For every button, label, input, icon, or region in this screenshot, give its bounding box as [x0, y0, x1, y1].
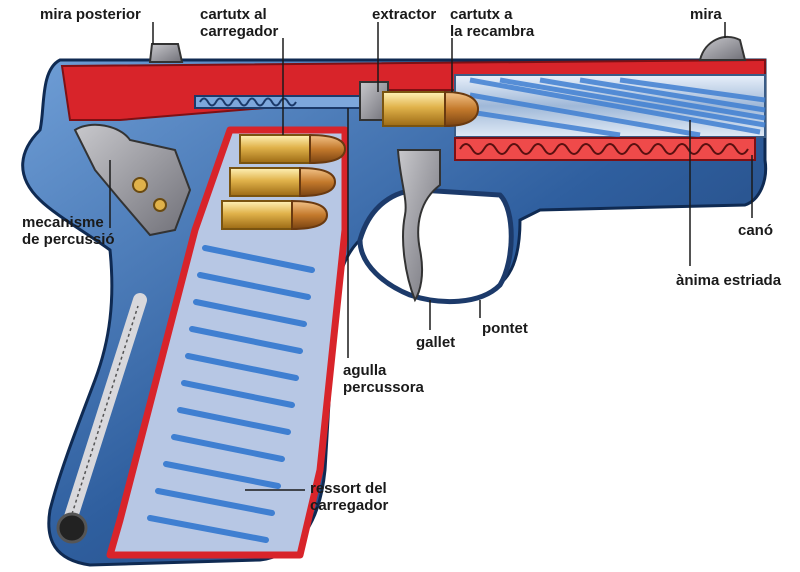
label-firing-pin-line2: percussora [343, 379, 424, 396]
firing-pin-assembly [194, 95, 376, 109]
label-magazine-spring-line2: carregador [310, 497, 389, 514]
trigger-guard [357, 187, 514, 305]
label-chambered-cartridge-line2: la recambra [450, 23, 535, 40]
magazine [106, 126, 349, 559]
label-chambered-cartridge-line1: cartutx a [450, 6, 513, 23]
recoil-spring [454, 137, 756, 161]
label-trigger-text: gallet [416, 334, 456, 351]
chambered-cartridge [382, 90, 480, 128]
label-firing-pin-line1: agulla [343, 362, 387, 379]
barrel [454, 74, 766, 138]
label-magazine-cartridge-line1: cartutx al [200, 6, 267, 23]
front-sight [698, 35, 747, 61]
label-chambered-cartridge: cartutx a la recambra [450, 6, 534, 40]
label-magazine-spring: ressort del carregador [310, 480, 388, 514]
leader-lines [109, 22, 753, 491]
trigger [396, 149, 441, 303]
label-percussion-mechanism: mecanisme de percussió [22, 214, 115, 248]
label-trigger-guard: pontet [482, 320, 528, 337]
label-rifled-bore: ànima estriada [676, 272, 781, 289]
label-magazine-cartridge: cartutx al carregador [200, 6, 278, 40]
label-rear-sight: mira posterior [40, 6, 141, 23]
label-barrel: canó [738, 222, 773, 239]
label-magazine-cartridge-line2: carregador [200, 23, 279, 40]
label-extractor-text: extractor [372, 6, 437, 23]
hammer-mechanism [73, 123, 192, 237]
mainspring [56, 293, 147, 544]
label-trigger: gallet [416, 334, 455, 351]
label-barrel-text: canó [738, 222, 774, 239]
label-percussion-mechanism-line2: de percussió [22, 231, 115, 248]
magazine-spring [147, 245, 315, 543]
label-magazine-spring-line1: ressort del [310, 480, 387, 497]
rear-sight [148, 43, 184, 63]
magazine-cartridges [221, 133, 347, 231]
label-extractor: extractor [372, 6, 436, 23]
label-percussion-mechanism-line1: mecanisme [22, 214, 104, 231]
label-front-sight-text: mira [690, 6, 722, 23]
label-rifled-bore-text: ànima estriada [676, 272, 782, 289]
label-trigger-guard-text: pontet [482, 320, 528, 337]
label-front-sight: mira [690, 6, 722, 23]
label-rear-sight-text: mira posterior [40, 6, 141, 23]
label-firing-pin: agulla percussora [343, 362, 424, 396]
